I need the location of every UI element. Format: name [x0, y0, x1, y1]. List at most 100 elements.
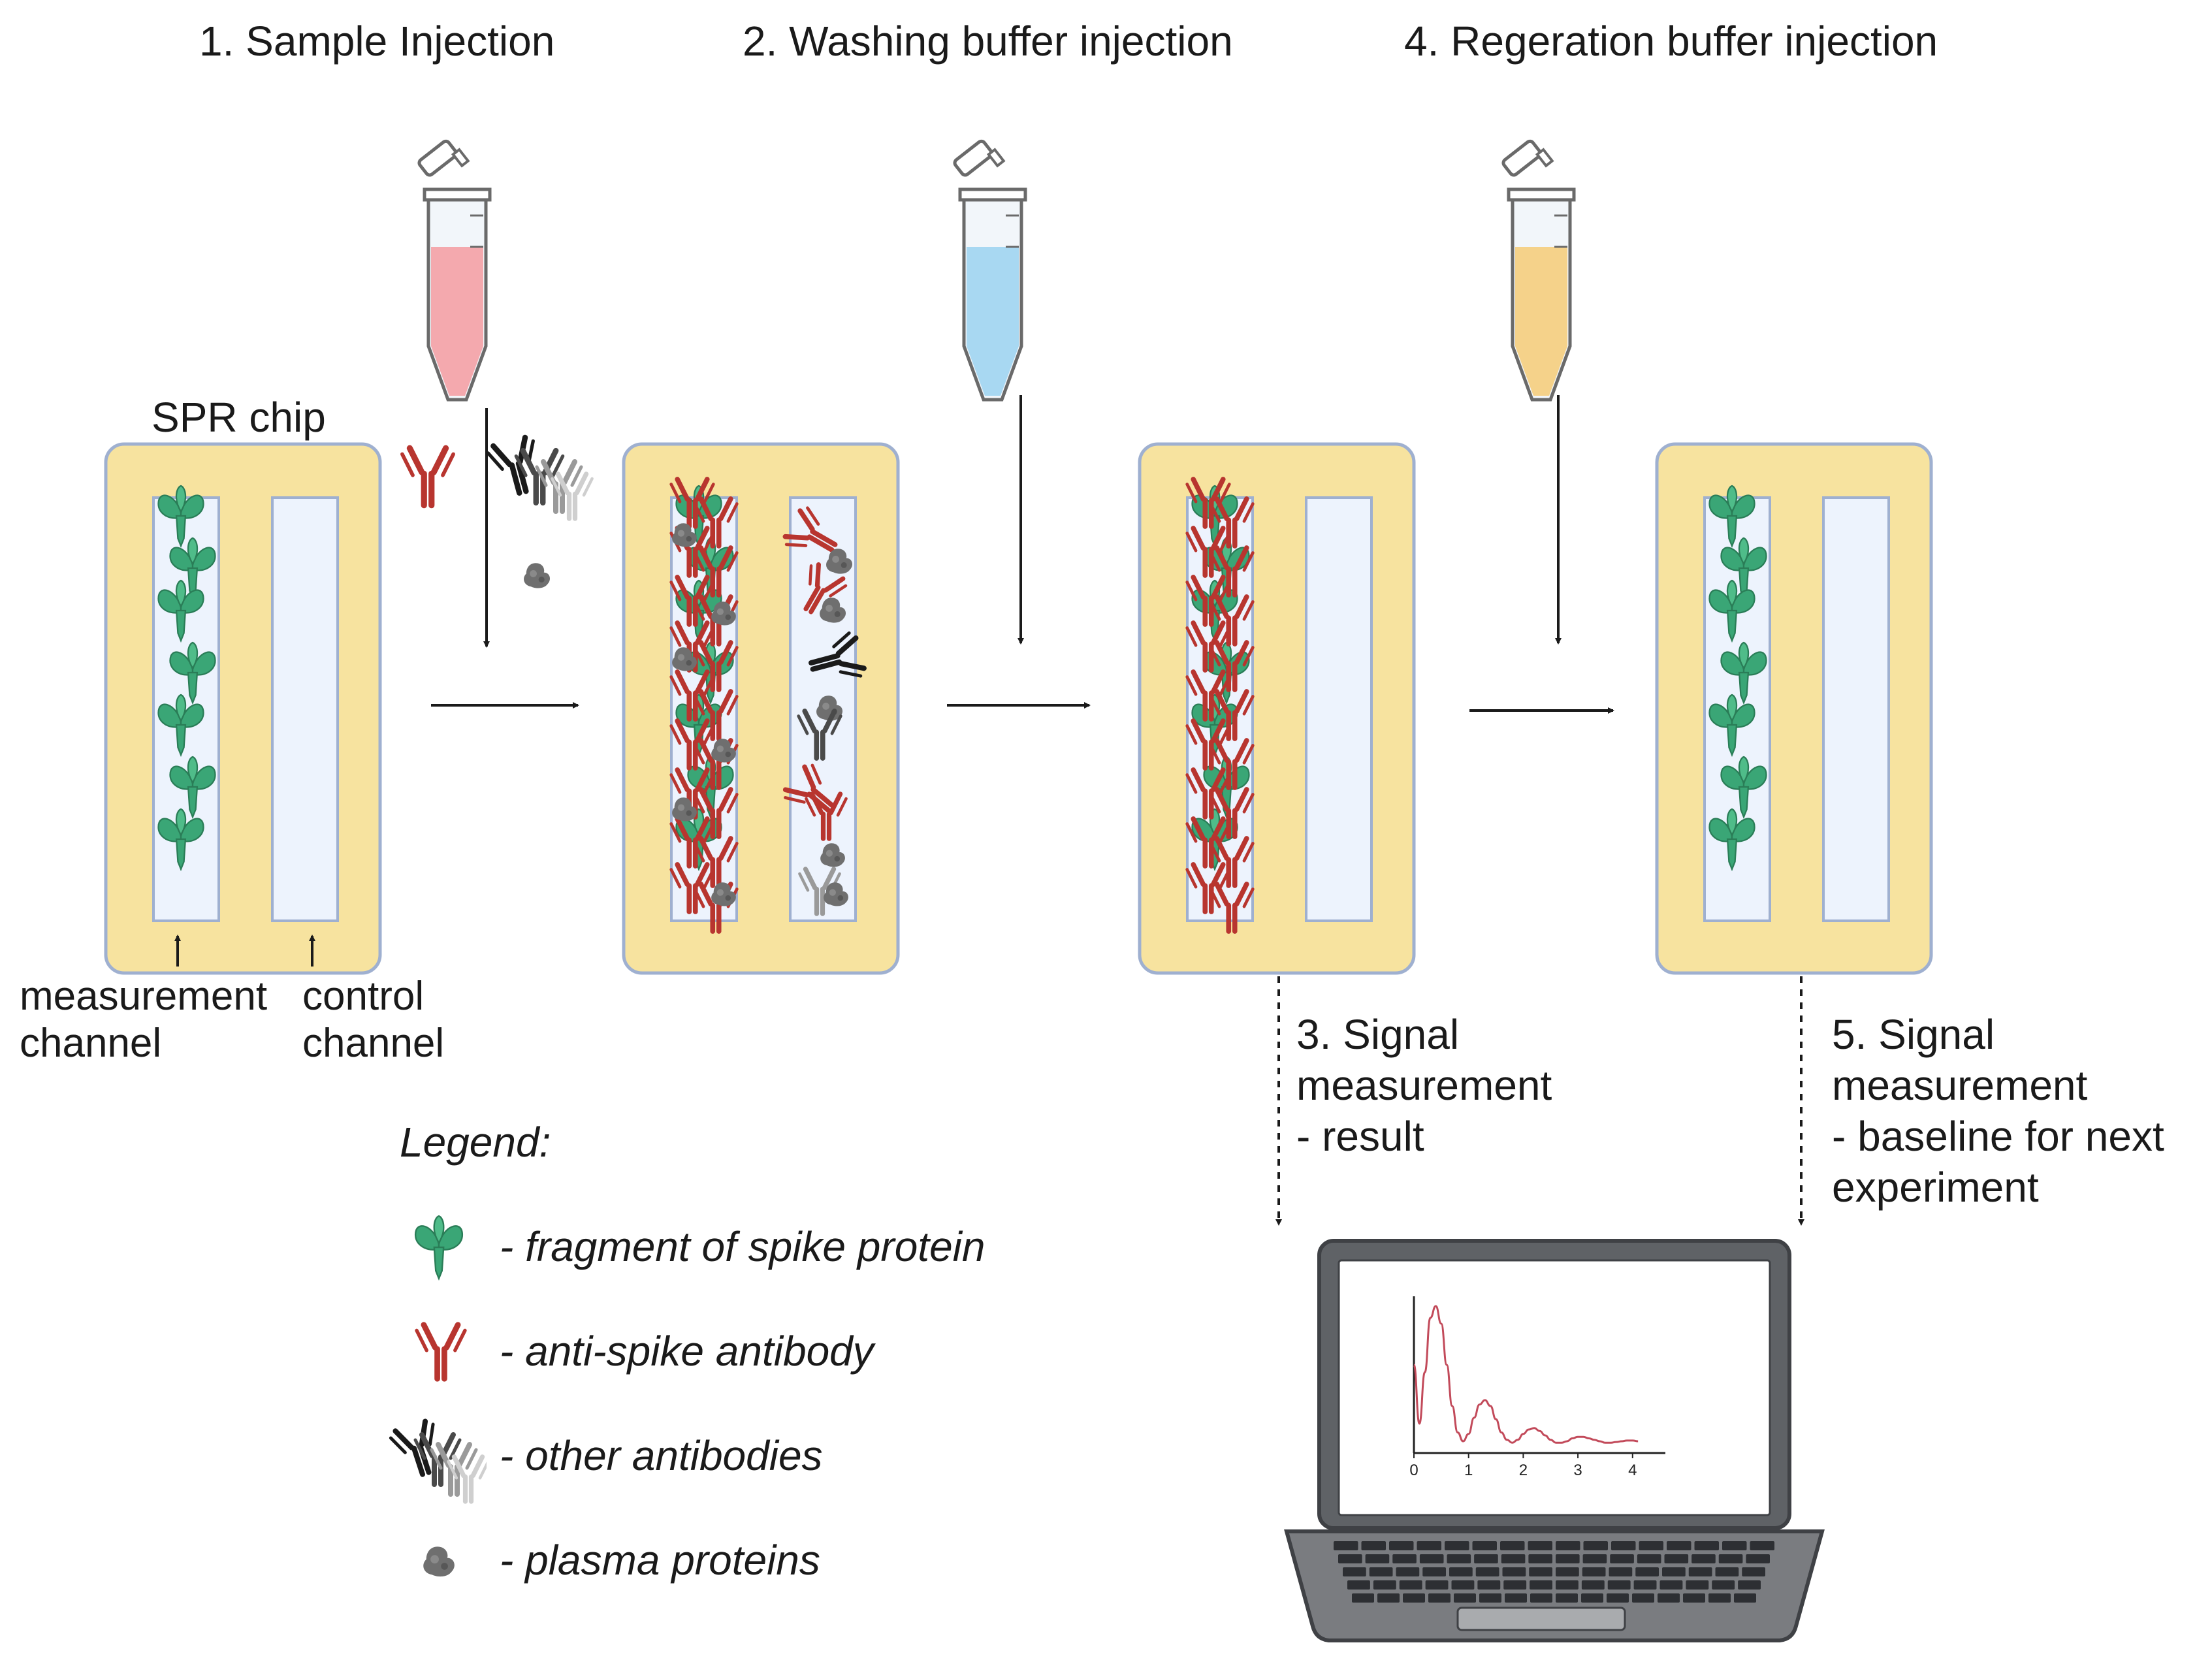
keyboard-key: [1334, 1541, 1358, 1550]
keyboard-key: [1365, 1554, 1390, 1563]
keyboard-key: [1581, 1593, 1603, 1603]
keyboard-key: [1738, 1580, 1761, 1590]
chip-initial: [104, 442, 382, 975]
keyboard-key: [1389, 1541, 1414, 1550]
keyboard-key: [1417, 1541, 1441, 1550]
keyboard-key: [1501, 1554, 1526, 1563]
keyboard-key: [1392, 1554, 1417, 1563]
laptop-computer: 0 1 2 3 4: [1284, 1239, 1825, 1642]
washing-buffer-tube: [953, 139, 1027, 402]
chart-x-tick-label: 4: [1628, 1462, 1637, 1479]
control-channel: [1305, 496, 1373, 922]
keyboard-key: [1403, 1593, 1425, 1603]
keyboard-key: [1474, 1554, 1498, 1563]
keyboard-key: [1694, 1541, 1719, 1550]
keyboard-key: [1422, 1567, 1446, 1576]
keyboard-key: [1428, 1593, 1451, 1603]
sample-molecules: [402, 436, 592, 588]
keyboard-key: [1722, 1541, 1747, 1550]
keyboard-key: [1529, 1567, 1552, 1576]
step-5-signal-label: 5. Signal measurement - baseline for nex…: [1832, 1011, 2164, 1211]
keyboard-key: [1607, 1580, 1631, 1590]
step-4-title: 4. Regeration buffer injection: [1404, 18, 1938, 65]
keyboard-key: [1556, 1593, 1578, 1603]
keyboard-key: [1581, 1580, 1605, 1590]
keyboard-key: [1637, 1554, 1661, 1563]
keyboard-key: [1352, 1593, 1374, 1603]
spike-protein-icon: [414, 1215, 464, 1280]
keyboard-key: [1750, 1541, 1774, 1550]
keyboard-key: [1556, 1554, 1580, 1563]
keyboard-key: [1734, 1593, 1756, 1603]
keyboard-key: [1477, 1580, 1501, 1590]
legend-label-other-antibodies: - other antibodies: [500, 1432, 823, 1479]
legend-label-plasma-proteins: - plasma proteins: [500, 1537, 820, 1584]
keyboard-key: [1454, 1593, 1476, 1603]
keyboard-key: [1347, 1580, 1370, 1590]
keyboard-key: [1377, 1593, 1400, 1603]
keyboard-key: [1500, 1541, 1525, 1550]
keyboard-key: [1396, 1567, 1420, 1576]
chart-x-tick-label: 3: [1573, 1462, 1582, 1479]
legend-label-anti-spike: - anti-spike antibody: [500, 1328, 874, 1375]
plasma-protein-icon: [423, 1546, 455, 1577]
keyboard-key: [1419, 1554, 1444, 1563]
keyboard-key: [1530, 1593, 1552, 1603]
keyboard-key: [1556, 1567, 1579, 1576]
keyboard-key: [1664, 1554, 1689, 1563]
legend-label-spike: - fragment of spike protein: [500, 1223, 986, 1270]
keyboard-key: [1582, 1554, 1607, 1563]
control-channel: [1822, 496, 1890, 922]
chart-x-tick-label: 1: [1464, 1462, 1473, 1479]
legend-title: Legend:: [400, 1119, 551, 1166]
keyboard-key: [1633, 1580, 1657, 1590]
keyboard-key: [1530, 1580, 1552, 1590]
keyboard-key: [1635, 1567, 1659, 1576]
keyboard-key: [1447, 1554, 1471, 1563]
keyboard-key: [1639, 1541, 1663, 1550]
keyboard-key: [1718, 1554, 1743, 1563]
keyboard-key: [1609, 1567, 1633, 1576]
keyboard-key: [1369, 1567, 1393, 1576]
keyboard-key: [1610, 1554, 1634, 1563]
keyboard-key: [1528, 1541, 1552, 1550]
keyboard-key: [1583, 1541, 1608, 1550]
keyboard-key: [1659, 1580, 1683, 1590]
keyboard-key: [1742, 1567, 1765, 1576]
keyboard-key: [1338, 1554, 1362, 1563]
keyboard-key: [1712, 1580, 1735, 1590]
chip-after-wash: [1138, 442, 1416, 975]
keyboard-key: [1688, 1567, 1712, 1576]
keyboard-key: [1502, 1567, 1526, 1576]
keyboard-key: [1373, 1580, 1396, 1590]
keyboard-key: [1475, 1567, 1499, 1576]
keyboard-key: [1361, 1541, 1386, 1550]
control-channel-label: control channel: [302, 974, 445, 1066]
keyboard-key: [1528, 1554, 1552, 1563]
keyboard-key: [1451, 1580, 1475, 1590]
keyboard-key: [1708, 1593, 1731, 1603]
keyboard-key: [1611, 1541, 1636, 1550]
keyboard-key: [1399, 1580, 1422, 1590]
chip-title: SPR chip: [152, 394, 326, 441]
regeneration-buffer-tube: [1501, 139, 1576, 402]
keyboard-key: [1715, 1567, 1739, 1576]
keyboard-key: [1425, 1580, 1449, 1590]
chart-x-tick-label: 2: [1519, 1462, 1528, 1479]
signal-chart: 0 1 2 3 4: [1409, 1296, 1665, 1479]
step-3-signal-label: 3. Signal measurement - result: [1296, 1011, 1552, 1160]
step-1-title: 1. Sample Injection: [199, 18, 555, 65]
chip-after-regeneration: [1655, 442, 1933, 975]
keyboard-key: [1683, 1593, 1705, 1603]
keyboard-key: [1667, 1541, 1691, 1550]
keyboard-key: [1658, 1593, 1680, 1603]
keyboard-key: [1746, 1554, 1770, 1563]
keyboard-key: [1582, 1567, 1606, 1576]
keyboard-key: [1479, 1593, 1501, 1603]
chart-signal-line: [1413, 1305, 1639, 1444]
keyboard-key: [1686, 1580, 1709, 1590]
other-antibodies-icon: [389, 1414, 487, 1512]
chart-x-tick-label: 0: [1409, 1462, 1418, 1479]
